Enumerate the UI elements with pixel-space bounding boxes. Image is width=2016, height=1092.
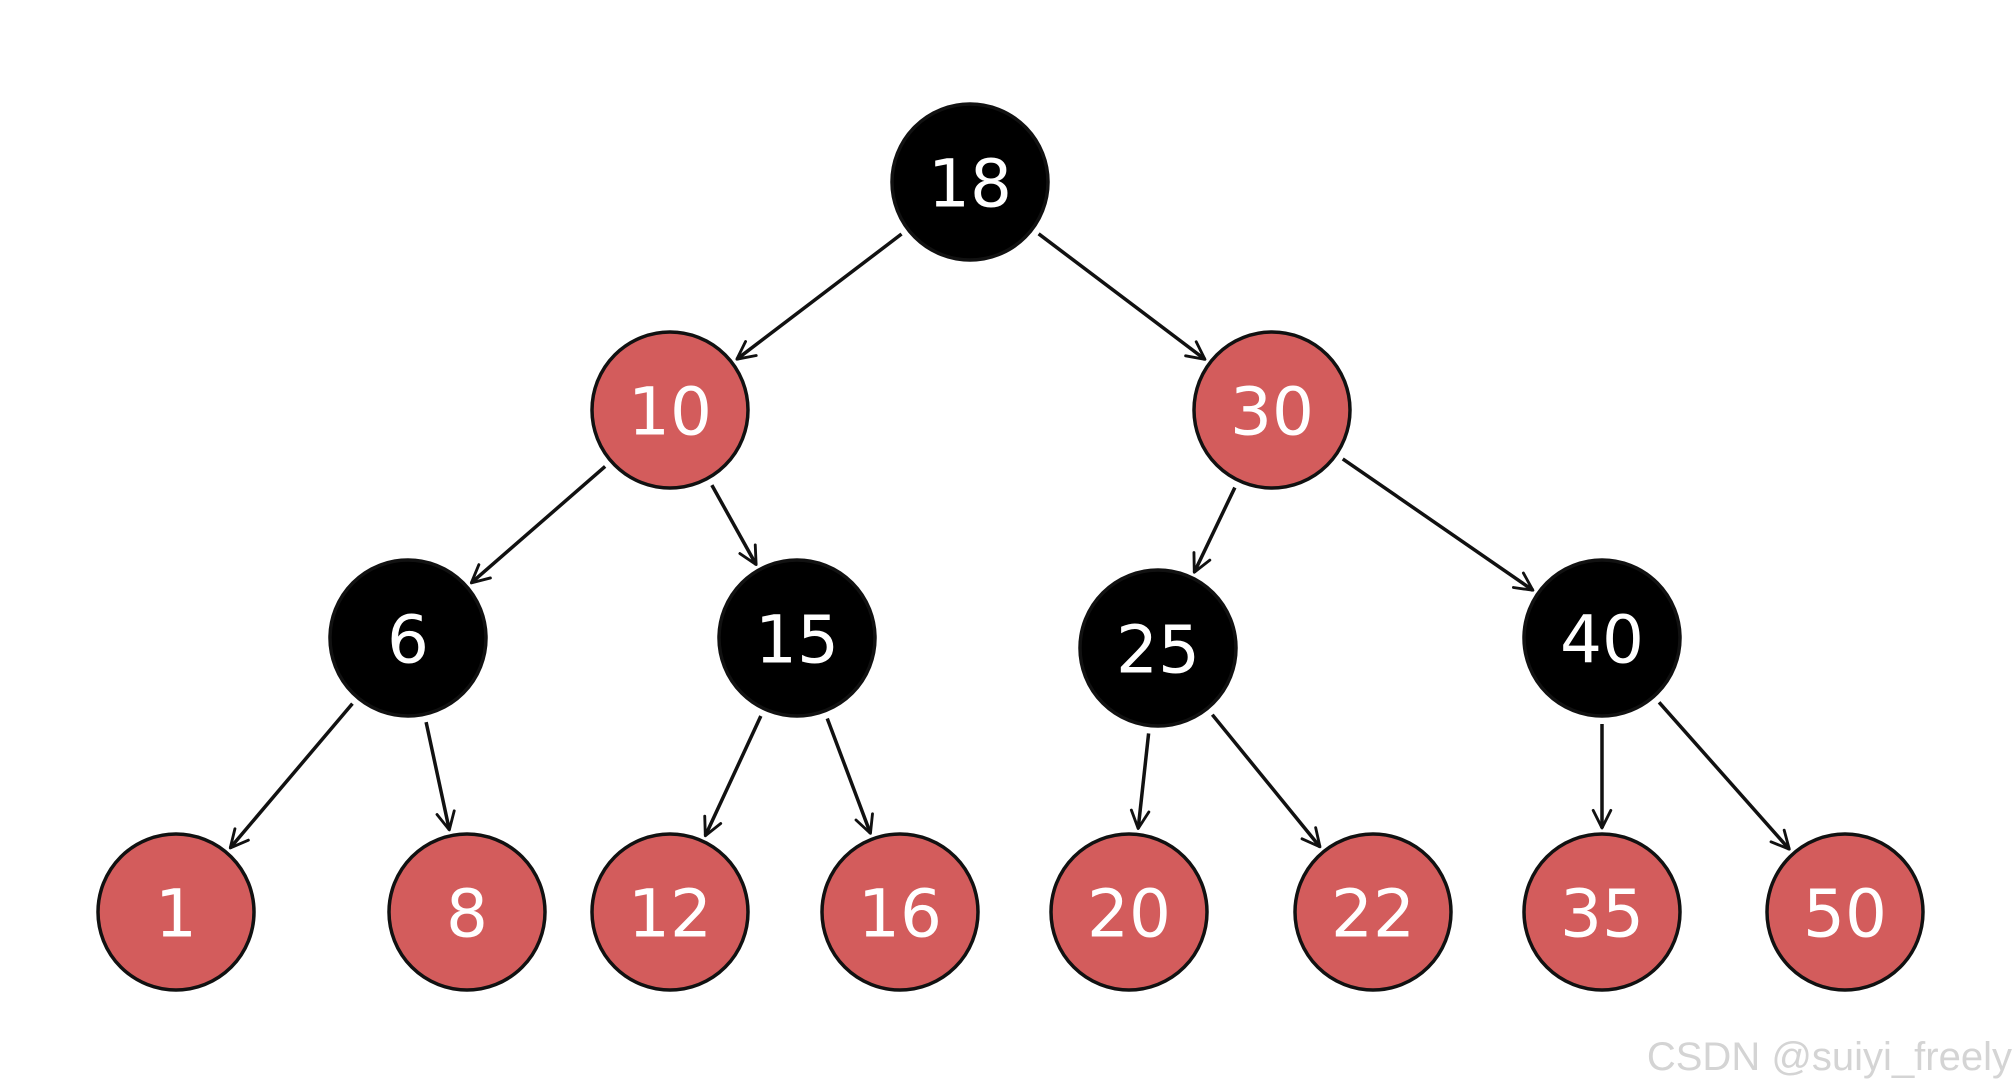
tree-node-6: 6: [328, 558, 488, 718]
node-label: 40: [1560, 602, 1644, 679]
tree-node-16: 16: [820, 832, 980, 992]
tree-node-25: 25: [1078, 568, 1238, 728]
edge-6-to-1: [228, 702, 354, 850]
node-circle-black: [890, 102, 1050, 262]
tree-node-10: 10: [590, 330, 750, 490]
node-circle-red: [1522, 832, 1682, 992]
edge-30-to-25: [1192, 486, 1237, 574]
edge-25-to-20: [1129, 733, 1151, 830]
watermark-text: CSDN @suiyi_freely: [1646, 1035, 2012, 1079]
node-label: 22: [1331, 876, 1415, 953]
tree-node-1: 1: [96, 832, 256, 992]
tree-node-35: 35: [1522, 832, 1682, 992]
edge-10-to-6: [469, 465, 607, 585]
tree-node-22: 22: [1293, 832, 1453, 992]
node-label: 15: [755, 602, 839, 679]
node-label: 16: [858, 876, 942, 953]
tree-node-8: 8: [387, 832, 547, 992]
tree-node-30: 30: [1192, 330, 1352, 490]
edge-18-to-30: [1037, 232, 1207, 361]
edges-layer: [228, 232, 1791, 851]
edge-30-to-40: [1341, 457, 1535, 592]
edge-15-to-16: [825, 717, 874, 835]
node-circle-red: [820, 832, 980, 992]
node-circle-red: [590, 832, 750, 992]
node-circle-red: [1192, 330, 1352, 490]
node-circle-red: [1765, 832, 1925, 992]
node-circle-black: [328, 558, 488, 718]
node-label: 50: [1803, 876, 1887, 953]
edge-25-to-22: [1210, 713, 1322, 849]
node-circle-red: [1293, 832, 1453, 992]
edge-10-to-15: [710, 484, 758, 567]
node-circle-black: [1522, 558, 1682, 718]
node-label: 1: [155, 876, 197, 953]
tree-node-12: 12: [590, 832, 750, 992]
edge-40-to-50: [1657, 701, 1791, 851]
node-label: 18: [928, 146, 1012, 223]
tree-node-40: 40: [1522, 558, 1682, 718]
node-label: 8: [446, 876, 488, 953]
edge-6-to-8: [424, 721, 456, 832]
tree-node-20: 20: [1049, 832, 1209, 992]
node-label: 10: [628, 374, 712, 451]
tree-node-50: 50: [1765, 832, 1925, 992]
node-circle-red: [1049, 832, 1209, 992]
tree-node-15: 15: [717, 558, 877, 718]
node-label: 30: [1230, 374, 1314, 451]
node-circle-red: [387, 832, 547, 992]
node-label: 6: [387, 602, 429, 679]
edge-18-to-10: [735, 232, 903, 361]
edge-15-to-12: [703, 715, 763, 838]
node-label: 35: [1560, 876, 1644, 953]
node-label: 20: [1087, 876, 1171, 953]
node-label: 25: [1116, 612, 1200, 689]
node-label: 12: [628, 876, 712, 953]
node-circle-black: [717, 558, 877, 718]
node-circle-red: [96, 832, 256, 992]
node-circle-black: [1078, 568, 1238, 728]
tree-node-18: 18: [890, 102, 1050, 262]
node-circle-red: [590, 330, 750, 490]
